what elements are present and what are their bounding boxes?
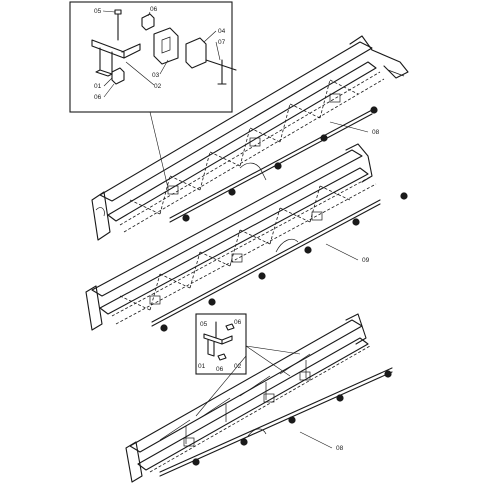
nozzle-row-bottom [192, 370, 392, 466]
callout-02: 02 [154, 83, 162, 90]
top-detail-inset: 05 06 04 07 03 01 02 06 [69, 1, 237, 189]
callout-07: 07 [218, 39, 226, 46]
nozzle [352, 218, 360, 226]
nozzle [370, 106, 378, 114]
middle-boom-section [85, 143, 408, 332]
nozzle [336, 394, 344, 402]
callout-05: 05 [94, 8, 102, 15]
top-boom-section [91, 35, 409, 241]
assembly-label-middle: 09 [362, 257, 370, 264]
nozzle [384, 370, 392, 378]
callout-06-lower: 06 [216, 366, 224, 373]
nozzle [208, 298, 216, 306]
callout-02: 02 [234, 363, 242, 370]
callout-01: 01 [198, 363, 206, 370]
callouts-bottom: 05 06 01 06 02 [198, 319, 242, 373]
callout-06: 06 [234, 319, 242, 326]
nozzle [288, 416, 296, 424]
callout-06-lower: 06 [94, 94, 102, 101]
nozzle [160, 324, 168, 332]
callout-05: 05 [200, 321, 208, 328]
nozzle [400, 192, 408, 200]
nozzle [258, 272, 266, 280]
nozzle [192, 458, 200, 466]
assembly-label-top: 08 [372, 129, 380, 136]
callout-04: 04 [218, 28, 226, 35]
nozzle-row-top [182, 106, 378, 222]
nozzle [320, 134, 328, 142]
nozzle [182, 214, 190, 222]
assembly-label-bottom: 08 [336, 445, 344, 452]
callout-03: 03 [152, 72, 160, 79]
nozzle-row-middle [160, 192, 408, 332]
callout-06: 06 [150, 6, 158, 13]
nozzle [304, 246, 312, 254]
bottom-detail-inset: 05 06 01 06 02 [195, 313, 301, 417]
bottom-boom-section [125, 313, 393, 483]
callout-01: 01 [94, 83, 102, 90]
nozzle [274, 162, 282, 170]
nozzle [228, 188, 236, 196]
nozzle [240, 438, 248, 446]
callouts-top: 05 06 04 07 03 01 02 06 [94, 6, 226, 101]
